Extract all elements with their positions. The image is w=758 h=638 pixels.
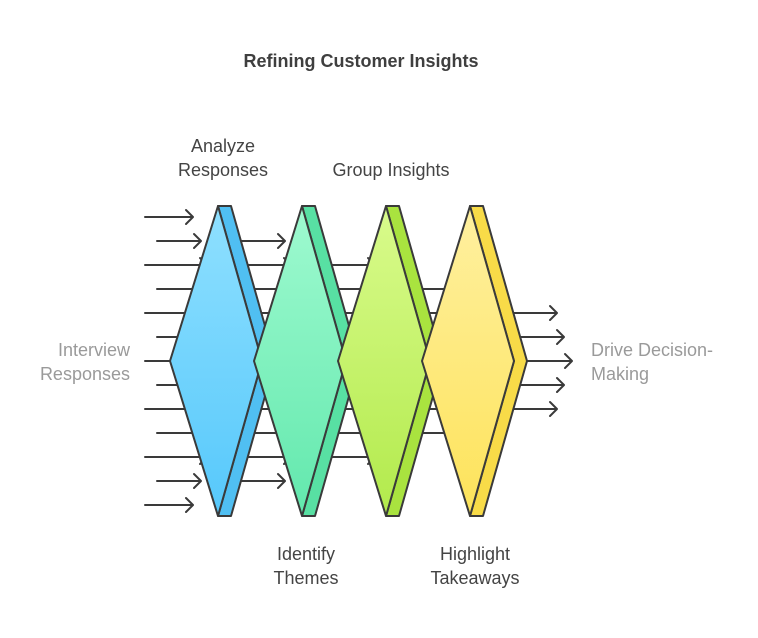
stage-label-analyze-line2: Responses — [178, 160, 268, 180]
stage-label-highlight-line2: Takeaways — [430, 568, 519, 588]
stage1-arrow-11 — [240, 473, 286, 489]
output-label-line1: Drive Decision- — [591, 340, 713, 360]
input-label-line1: Interview — [58, 340, 131, 360]
stage-label-group: Group Insights — [332, 160, 449, 180]
output-arrow-3 — [524, 353, 573, 369]
output-arrow-5 — [512, 401, 558, 417]
stage-label-identify-line2: Themes — [273, 568, 338, 588]
input-arrow-2 — [156, 233, 202, 249]
stage-label-identify-line1: Identify — [277, 544, 335, 564]
output-arrow-1 — [512, 305, 558, 321]
stage-label-highlight-line1: Highlight — [440, 544, 510, 564]
output-arrow-2 — [518, 329, 565, 345]
output-arrow-4 — [518, 377, 565, 393]
stage1-arrow-1 — [240, 233, 286, 249]
input-label-line2: Responses — [40, 364, 130, 384]
input-arrow-12 — [156, 473, 202, 489]
input-arrow-1 — [144, 209, 194, 225]
stage-label-analyze-line1: Analyze — [191, 136, 255, 156]
diagram-title: Refining Customer Insights — [243, 51, 478, 71]
output-label-line2: Making — [591, 364, 649, 384]
stage-highlight-takeaways — [421, 205, 528, 517]
input-arrow-13 — [144, 497, 194, 513]
